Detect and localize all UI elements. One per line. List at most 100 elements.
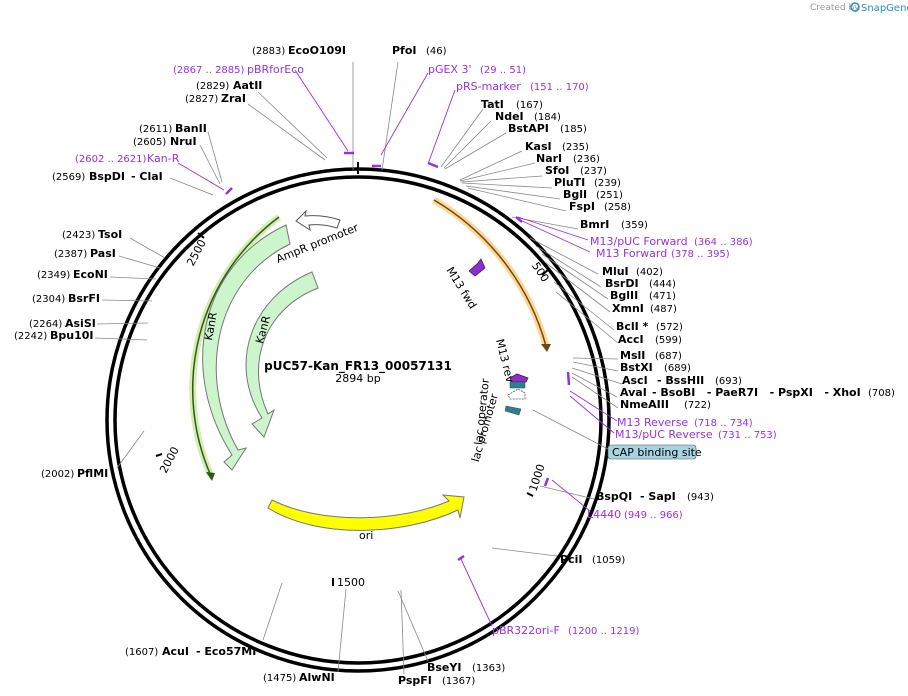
primer-pbrforeco: (2867 .. 2885)pBRforEco xyxy=(173,63,304,76)
svg-text:- BsoBI - PaeR7I - PspXI: - BsoBI - PaeR7I - PspXI - XhoI xyxy=(652,386,861,399)
site-zrai: (2827)ZraI xyxy=(185,92,246,105)
svg-text:pBRforEco: pBRforEco xyxy=(247,63,304,76)
svg-text:Bpu10I: Bpu10I xyxy=(50,329,94,342)
credit-prefix: Created by xyxy=(810,3,860,13)
svg-text:XmnI: XmnI xyxy=(612,302,644,315)
site-bsrfi: (2304)BsrFI xyxy=(32,292,100,305)
feature-label: M13 rev xyxy=(493,338,517,385)
svg-text:(689): (689) xyxy=(664,363,691,374)
site-mlui: MluI (402) xyxy=(602,265,663,278)
svg-text:(2867 .. 2885): (2867 .. 2885) xyxy=(173,65,245,76)
primer-labels: (2867 .. 2885)pBRforEco pGEX 3'(29 .. 51… xyxy=(75,63,777,637)
site-leaders xyxy=(94,61,623,675)
svg-text:MluI: MluI xyxy=(602,265,629,278)
primer-m13-reverse: M13 Reverse(718 .. 734) xyxy=(617,416,753,429)
svg-text:BanII: BanII xyxy=(175,122,207,135)
svg-text:(46): (46) xyxy=(426,46,447,57)
site-pspfi: PspFI (1367) xyxy=(398,674,475,687)
svg-text:(184): (184) xyxy=(534,112,561,123)
svg-text:pBR322ori-F: pBR322ori-F xyxy=(492,624,560,637)
tick-1500: 1500 xyxy=(332,576,365,589)
svg-text:(364 .. 386): (364 .. 386) xyxy=(694,237,753,248)
tick-label: 1500 xyxy=(337,576,365,589)
site-bpu10i: (2242)Bpu10I xyxy=(14,329,94,342)
site-nmeaiii: NmeAIII(722) xyxy=(620,398,711,411)
site-bcli: BclI *(572) xyxy=(616,320,683,333)
svg-text:BstAPI: BstAPI xyxy=(508,122,549,135)
gene-arc-orange-arrowhead xyxy=(541,344,551,352)
svg-text:(2829): (2829) xyxy=(196,81,229,92)
primer-marks xyxy=(225,151,571,562)
svg-text:(378 .. 395): (378 .. 395) xyxy=(671,249,730,260)
svg-text:EcoO109I: EcoO109I xyxy=(288,44,346,57)
svg-text:NarI: NarI xyxy=(536,152,562,165)
site-avai: AvaI- BsoBI - PaeR7I - PspXI - XhoI(708) xyxy=(620,386,895,399)
site-banii: (2611)BanII xyxy=(139,122,207,135)
site-econi: (2349)EcoNI xyxy=(37,268,108,281)
svg-text:(2423): (2423) xyxy=(62,230,95,241)
site-bgli: BglI(251) xyxy=(563,188,623,201)
svg-text:(599): (599) xyxy=(655,335,682,346)
site-bseyi: BseYI(1363) xyxy=(427,661,505,674)
svg-text:M13/pUC Reverse: M13/pUC Reverse xyxy=(615,428,713,441)
primer-m13-forward: M13 Forward(378 .. 395) xyxy=(596,247,730,260)
svg-text:(2602 .. 2621): (2602 .. 2621) xyxy=(75,154,147,165)
svg-text:(185): (185) xyxy=(560,124,587,135)
svg-text:(687): (687) xyxy=(655,351,682,362)
gene-arc-green-line xyxy=(192,216,280,477)
svg-text:BstXI: BstXI xyxy=(620,361,653,374)
svg-text:(943): (943) xyxy=(687,492,714,503)
site-bstxi: BstXI (689) xyxy=(620,361,691,374)
svg-text:BclI *: BclI * xyxy=(616,320,649,333)
primer-pgex3: pGEX 3'(29 .. 51) xyxy=(428,63,526,76)
svg-text:AatII: AatII xyxy=(233,79,262,92)
feature-label: KanR xyxy=(253,314,273,345)
svg-text:pRS-marker: pRS-marker xyxy=(456,80,521,93)
site-xmni: XmnI(487) xyxy=(612,302,677,315)
feature-lac-region: M13 rev lac operator lac promoter xyxy=(469,338,529,463)
feature-m13-fwd: M13 fwd xyxy=(443,258,486,311)
site-alwni: (1475)AlwNI xyxy=(263,671,335,684)
svg-text:TatI: TatI xyxy=(481,98,504,111)
tick-500: 500 xyxy=(529,260,552,285)
svg-text:(708): (708) xyxy=(868,388,895,399)
svg-text:M13/pUC Forward: M13/pUC Forward xyxy=(590,235,688,248)
credit-brand: SnapGene xyxy=(861,3,908,14)
svg-text:(167): (167) xyxy=(516,100,543,111)
feature-label: CAP binding site xyxy=(612,446,702,459)
svg-text:AscI: AscI xyxy=(622,374,648,387)
svg-text:(359): (359) xyxy=(621,220,648,231)
svg-text:(2605): (2605) xyxy=(133,137,166,148)
site-bspdi: (2569)BspDI- ClaI xyxy=(52,170,163,183)
svg-text:BsrDI: BsrDI xyxy=(605,277,639,290)
svg-text:(29 .. 51): (29 .. 51) xyxy=(480,65,526,76)
svg-text:(2002): (2002) xyxy=(41,469,74,480)
svg-text:BglI: BglI xyxy=(563,188,587,201)
cap-box xyxy=(607,444,697,460)
svg-text:(402): (402) xyxy=(636,267,663,278)
site-kasi: KasI(235) xyxy=(525,140,589,153)
svg-text:(731 .. 753): (731 .. 753) xyxy=(718,430,777,441)
svg-text:BglII: BglII xyxy=(610,289,638,302)
tick-1000: 1000 xyxy=(526,462,548,497)
svg-text:AccI: AccI xyxy=(618,333,644,346)
feature-kanr-inner: KanR xyxy=(245,271,319,438)
svg-text:ZraI: ZraI xyxy=(221,92,246,105)
svg-text:EcoNI: EcoNI xyxy=(73,268,108,281)
gene-arc-orange-line xyxy=(433,199,547,347)
svg-text:(1367): (1367) xyxy=(442,676,475,687)
site-asisi: (2264)AsiSI xyxy=(29,317,96,330)
backbone xyxy=(105,162,611,673)
svg-text:PfoI: PfoI xyxy=(392,44,417,57)
site-pasi: (2387)PasI xyxy=(54,247,116,260)
feature-ori: ori xyxy=(267,494,465,542)
svg-text:(1363): (1363) xyxy=(472,663,505,674)
svg-text:BsrFI: BsrFI xyxy=(68,292,100,305)
svg-text:PspFI: PspFI xyxy=(398,674,432,687)
plasmid-name: pUC57-Kan_FR13_00057131 xyxy=(264,359,452,374)
site-pflmi: (2002)PflMI xyxy=(41,467,108,480)
svg-text:(2569): (2569) xyxy=(52,172,85,183)
svg-text:(239): (239) xyxy=(594,178,621,189)
svg-text:(2611): (2611) xyxy=(139,124,172,135)
gene-arc-green-arrowhead xyxy=(206,472,215,481)
